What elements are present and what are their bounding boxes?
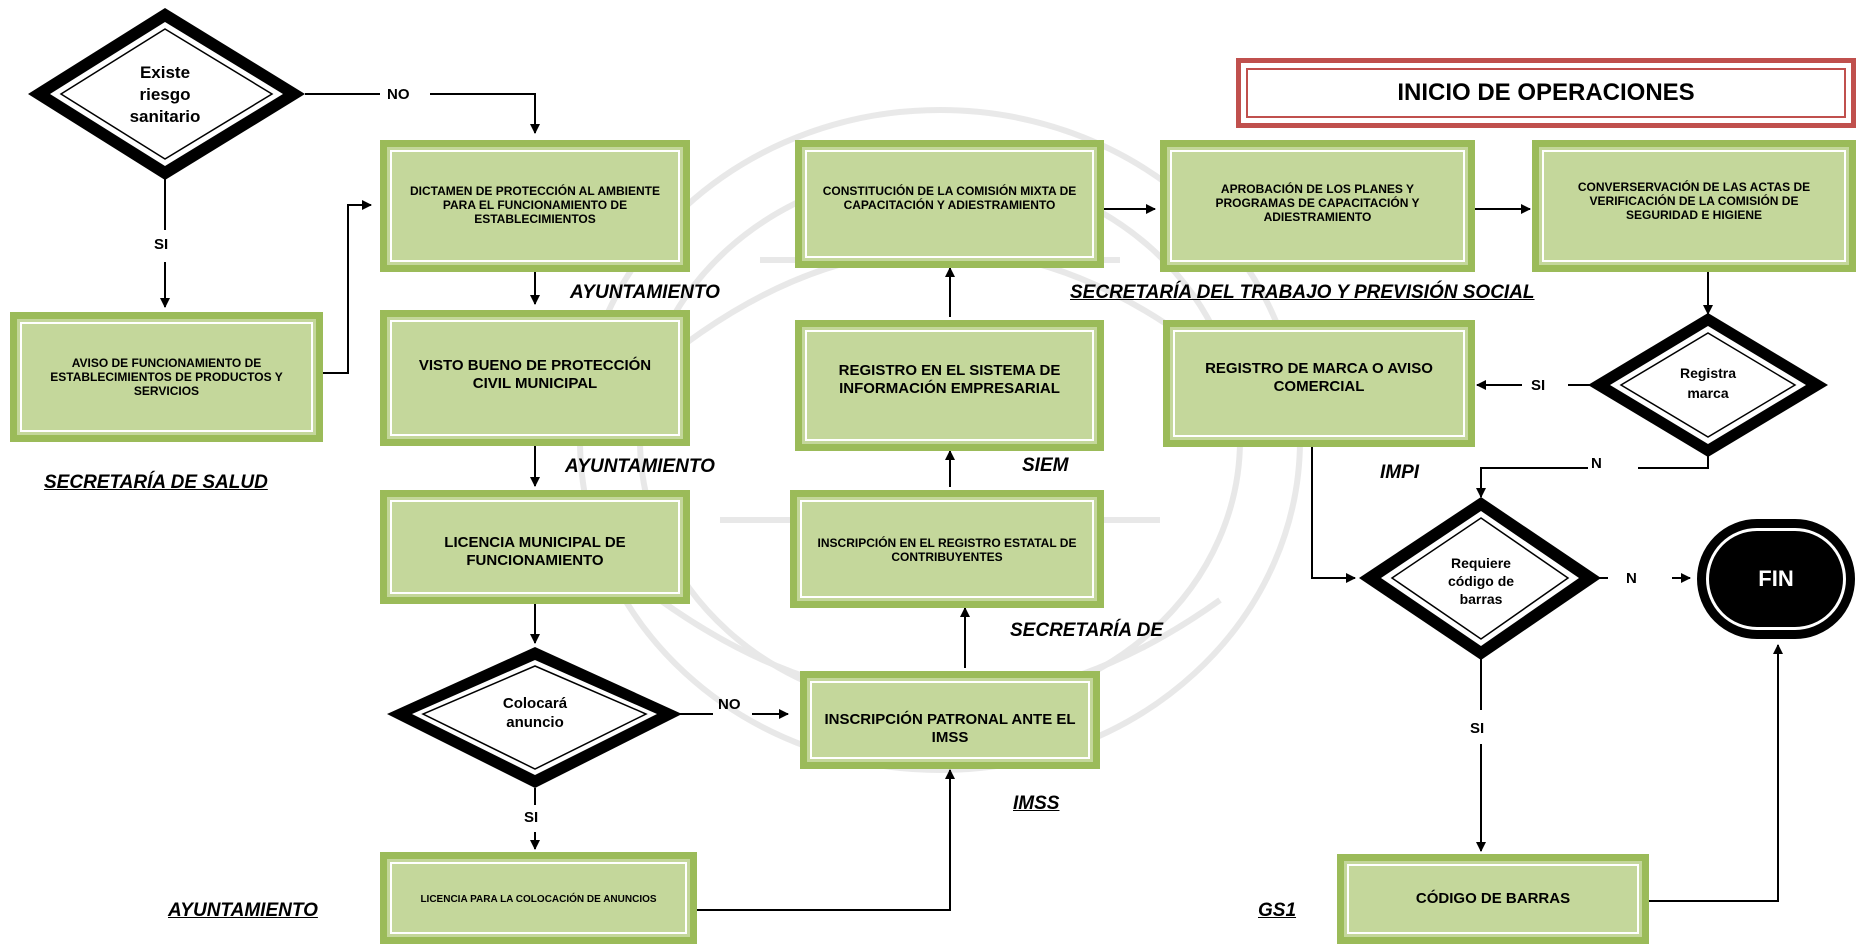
start-terminal: INICIO DE OPERACIONES [1236,58,1856,128]
box-inscripcion-registro: INSCRIPCIÓN EN EL REGISTRO ESTATAL DE CO… [790,490,1104,608]
agency-ayuntamiento-1: AYUNTAMIENTO [570,282,720,303]
branch-si-codigo: SI [1470,720,1485,737]
agency-secretaria-salud: SECRETARÍA DE SALUD [44,472,268,493]
decision-anuncio-shape [387,647,682,788]
branch-si-marca: SI [1531,377,1546,394]
box-registro-marca: REGISTRO DE MARCA O AVISO COMERCIAL [1163,320,1475,447]
branch-si-riesgo: SI [154,236,169,253]
decision-marca-text: Registra marca [1679,365,1737,401]
decision-codigo-shape [1359,497,1601,660]
agency-siem: SIEM [1022,455,1069,476]
agency-ayuntamiento-3: AYUNTAMIENTO [168,900,318,921]
box-licencia-municipal-label: LICENCIA MUNICIPAL DE FUNCIONAMIENTO [390,500,680,594]
box-conservacion-label: CONVERSERVACIÓN DE LAS ACTAS DE VERIFICA… [1542,150,1846,262]
box-aviso-label: AVISO DE FUNCIONAMIENTO DE ESTABLECIMIEN… [20,322,313,432]
decision-codigo-text: Requiere código de barras [1447,555,1515,607]
box-registro-siem-label: REGISTRO EN EL SISTEMA DE INFORMACIÓN EM… [805,330,1094,441]
start-terminal-label: INICIO DE OPERACIONES [1246,68,1846,118]
end-terminal-label: FIN [1706,528,1846,630]
box-aprobacion: APROBACIÓN DE LOS PLANES Y PROGRAMAS DE … [1160,140,1475,272]
branch-no-anuncio: NO [718,696,741,713]
box-dictamen: DICTAMEN DE PROTECCIÓN AL AMBIENTE PARA … [380,140,690,272]
branch-si-anuncio: SI [524,809,539,826]
box-codigo-barras: CÓDIGO DE BARRAS [1337,854,1649,944]
box-inscripcion-registro-label: INSCRIPCIÓN EN EL REGISTRO ESTATAL DE CO… [800,500,1094,598]
box-codigo-barras-label: CÓDIGO DE BARRAS [1347,864,1639,934]
branch-n-codigo: N [1626,570,1637,587]
agency-secretaria-de: SECRETARÍA DE [1010,620,1164,641]
box-constitucion-label: CONSTITUCIÓN DE LA COMISIÓN MIXTA DE CAP… [805,150,1094,258]
agency-gs1: GS1 [1258,900,1297,921]
agency-secretaria-trabajo: SECRETARÍA DEL TRABAJO Y PREVISIÓN SOCIA… [1070,282,1535,303]
box-registro-marca-label: REGISTRO DE MARCA O AVISO COMERCIAL [1173,330,1465,437]
box-dictamen-label: DICTAMEN DE PROTECCIÓN AL AMBIENTE PARA … [390,150,680,262]
decision-anuncio-text: Colocará anuncio [502,695,568,731]
box-visto-bueno-label: VISTO BUENO DE PROTECCIÓN CIVIL MUNICIPA… [390,320,680,436]
box-registro-siem: REGISTRO EN EL SISTEMA DE INFORMACIÓN EM… [795,320,1104,451]
branch-n-marca: N [1591,455,1602,472]
box-conservacion: CONVERSERVACIÓN DE LAS ACTAS DE VERIFICA… [1532,140,1856,272]
box-visto-bueno: VISTO BUENO DE PROTECCIÓN CIVIL MUNICIPA… [380,310,690,446]
box-licencia-anuncios-label: LICENCIA PARA LA COLOCACIÓN DE ANUNCIOS [390,862,687,934]
agency-imss: IMSS [1013,793,1060,814]
agency-impi: IMPI [1380,462,1420,483]
box-aviso: AVISO DE FUNCIONAMIENTO DE ESTABLECIMIEN… [10,312,323,442]
box-licencia-municipal: LICENCIA MUNICIPAL DE FUNCIONAMIENTO [380,490,690,604]
box-inscripcion-imss: INSCRIPCIÓN PATRONAL ANTE EL IMSS [800,671,1100,769]
box-inscripcion-imss-label: INSCRIPCIÓN PATRONAL ANTE EL IMSS [810,681,1090,759]
box-licencia-anuncios: LICENCIA PARA LA COLOCACIÓN DE ANUNCIOS [380,852,697,944]
branch-no-riesgo: NO [387,86,410,103]
box-constitucion: CONSTITUCIÓN DE LA COMISIÓN MIXTA DE CAP… [795,140,1104,268]
decision-marca-shape [1588,313,1828,457]
decision-riesgo-text: Existe riesgo sanitario [129,63,201,126]
box-aprobacion-label: APROBACIÓN DE LOS PLANES Y PROGRAMAS DE … [1170,150,1465,262]
agency-ayuntamiento-2: AYUNTAMIENTO [565,456,715,477]
end-terminal: FIN [1697,519,1855,639]
connectors [160,93,1783,911]
decision-riesgo-shape [28,8,305,180]
